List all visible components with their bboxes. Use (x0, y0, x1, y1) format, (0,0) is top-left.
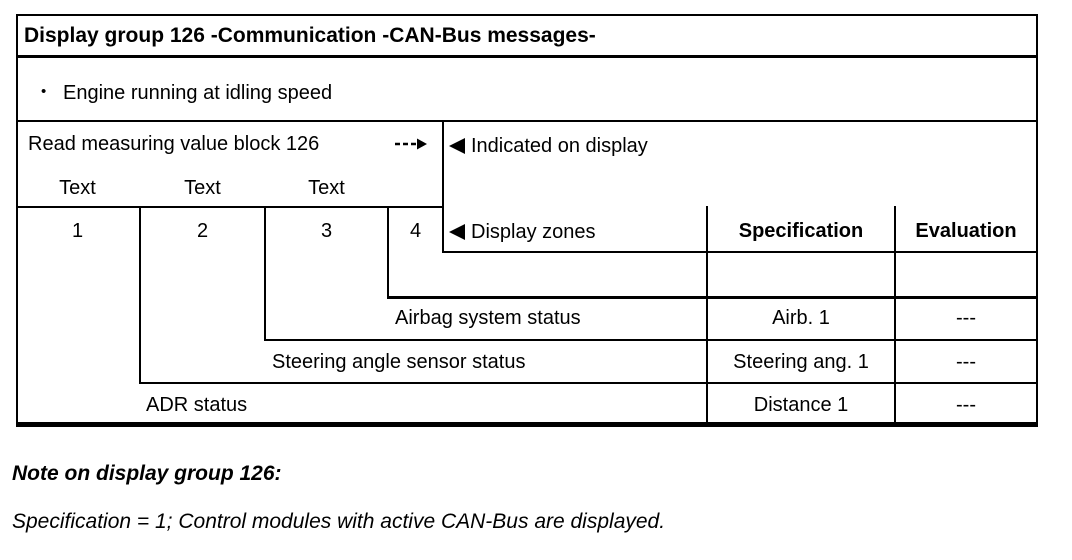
readbox-right-divider (442, 120, 444, 253)
row-steering-top-line (264, 339, 1038, 341)
bullet-icon: • (41, 83, 47, 100)
border-outer-right (1036, 14, 1038, 426)
zone-number-1: 1 (71, 220, 84, 242)
condition-row-divider (16, 120, 1038, 122)
display-zones-label: Display zones (471, 221, 596, 243)
title-row-divider (16, 55, 1038, 58)
readbox-bottom-divider (16, 206, 444, 208)
row-label: Airbag system status (395, 307, 581, 329)
row-specification: Steering ang. 1 (733, 351, 869, 373)
note-body: Specification = 1; Control modules with … (12, 510, 666, 533)
row-specification: Distance 1 (753, 394, 849, 416)
row-specification: Airb. 1 (772, 307, 830, 329)
evaluation-column-line (894, 206, 896, 426)
specification-header: Specification (738, 220, 864, 242)
displaybox-bottom-divider (442, 251, 1038, 253)
text-label-2: Text (184, 177, 221, 199)
row-adr-top-line (139, 382, 1038, 384)
row-airbag-top-line (387, 296, 1038, 299)
row-evaluation: --- (956, 307, 976, 329)
pointer-left-icon (449, 138, 465, 154)
dashed-right-arrow-icon (395, 138, 427, 150)
zone-number-2: 2 (196, 220, 209, 242)
note-title: Note on display group 126: (12, 462, 282, 485)
text-label-3: Text (308, 177, 345, 199)
pointer-left-icon (449, 224, 465, 240)
zone-number-4: 4 (409, 220, 422, 242)
display-group-title: Display group 126 -Communication -CAN-Bu… (24, 24, 596, 47)
indicated-on-display-label: Indicated on display (471, 135, 648, 157)
specification-column-line (706, 206, 708, 426)
zone2-column-line (264, 206, 266, 341)
zone-number-3: 3 (320, 220, 333, 242)
evaluation-header: Evaluation (915, 220, 1017, 242)
read-instruction: Read measuring value block 126 (28, 133, 320, 155)
row-evaluation: --- (956, 351, 976, 373)
border-outer-top (16, 14, 1038, 16)
row-label: ADR status (146, 394, 248, 416)
border-outer-bottom (16, 422, 1038, 427)
condition-text: Engine running at idling speed (63, 82, 333, 104)
border-outer-left (16, 14, 18, 426)
zone1-column-line (139, 206, 141, 384)
zone3-column-line (387, 206, 389, 298)
row-label: Steering angle sensor status (272, 351, 526, 373)
row-evaluation: --- (956, 394, 976, 416)
text-label-1: Text (59, 177, 96, 199)
